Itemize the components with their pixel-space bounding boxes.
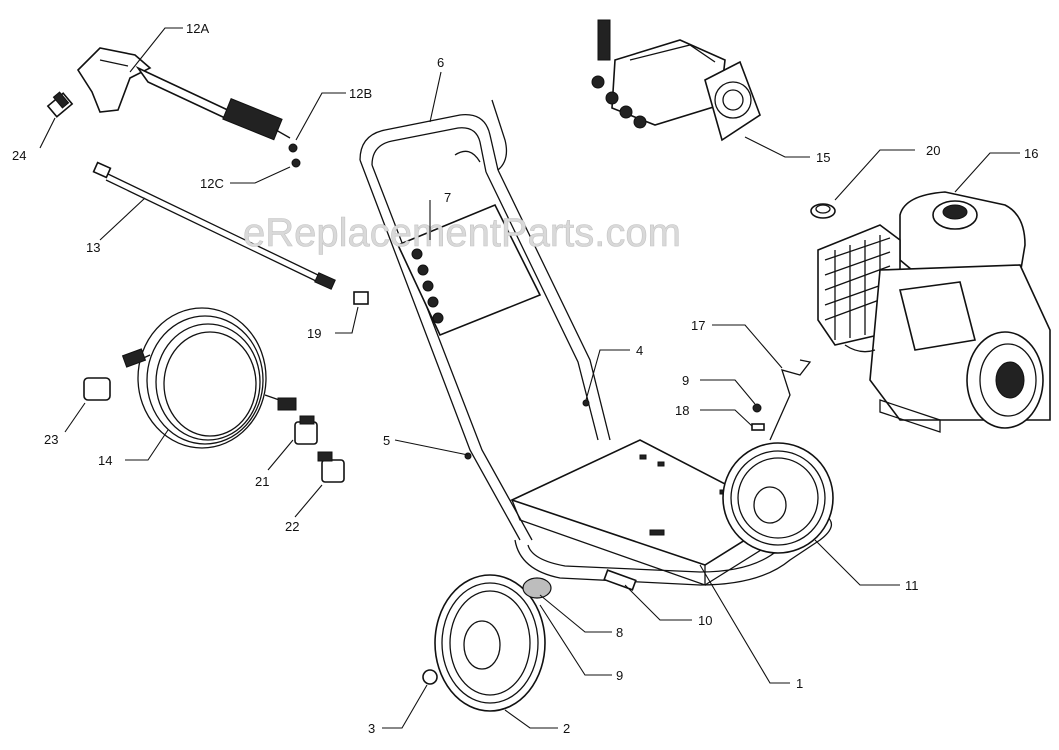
callout-12c: 12C [200, 176, 224, 191]
engine [817, 191, 1051, 433]
callout-7: 7 [444, 190, 451, 205]
bracket-17 [769, 359, 812, 441]
callout-2: 2 [563, 721, 570, 736]
callout-9-lower: 9 [616, 668, 623, 683]
pump [591, 19, 761, 142]
callout-labels: 12A 12B 12C 24 13 19 6 7 15 20 16 14 23 … [12, 21, 1038, 736]
callout-9-upper: 9 [682, 373, 689, 388]
watermark: eReplacementParts.com [243, 211, 681, 255]
fitting-19 [353, 291, 369, 305]
callout-19: 19 [307, 326, 321, 341]
bolt-9-18 [751, 403, 765, 431]
cart-frame [359, 99, 832, 591]
coupler-23 [83, 377, 111, 401]
left-wheel [434, 574, 552, 712]
callout-18: 18 [675, 403, 689, 418]
right-wheel [722, 442, 834, 554]
callout-1: 1 [796, 676, 803, 691]
hose-coil [121, 307, 297, 449]
callout-17: 17 [691, 318, 705, 333]
wand [92, 161, 336, 290]
quick-coupler-21 [294, 415, 318, 445]
fitting-12c [291, 158, 301, 168]
callout-20: 20 [926, 143, 940, 158]
nozzle [46, 91, 74, 118]
callout-12b: 12B [349, 86, 372, 101]
callout-22: 22 [285, 519, 299, 534]
callout-23: 23 [44, 432, 58, 447]
callout-14: 14 [98, 453, 112, 468]
callout-15: 15 [816, 150, 830, 165]
callout-13: 13 [86, 240, 100, 255]
spray-gun [76, 47, 291, 141]
callout-16: 16 [1024, 146, 1038, 161]
callout-24: 24 [12, 148, 26, 163]
callout-12a: 12A [186, 21, 209, 36]
callout-8: 8 [616, 625, 623, 640]
adapter-22 [317, 451, 345, 483]
callout-4: 4 [636, 343, 643, 358]
callout-10: 10 [698, 613, 712, 628]
clamp-20 [810, 203, 836, 219]
leader-lines [39, 27, 1020, 729]
callout-5: 5 [383, 433, 390, 448]
callout-6: 6 [437, 55, 444, 70]
axle-nut [422, 669, 438, 685]
callout-3: 3 [368, 721, 375, 736]
callout-11: 11 [905, 578, 919, 593]
fitting-12b [288, 143, 298, 153]
callout-21: 21 [255, 474, 269, 489]
